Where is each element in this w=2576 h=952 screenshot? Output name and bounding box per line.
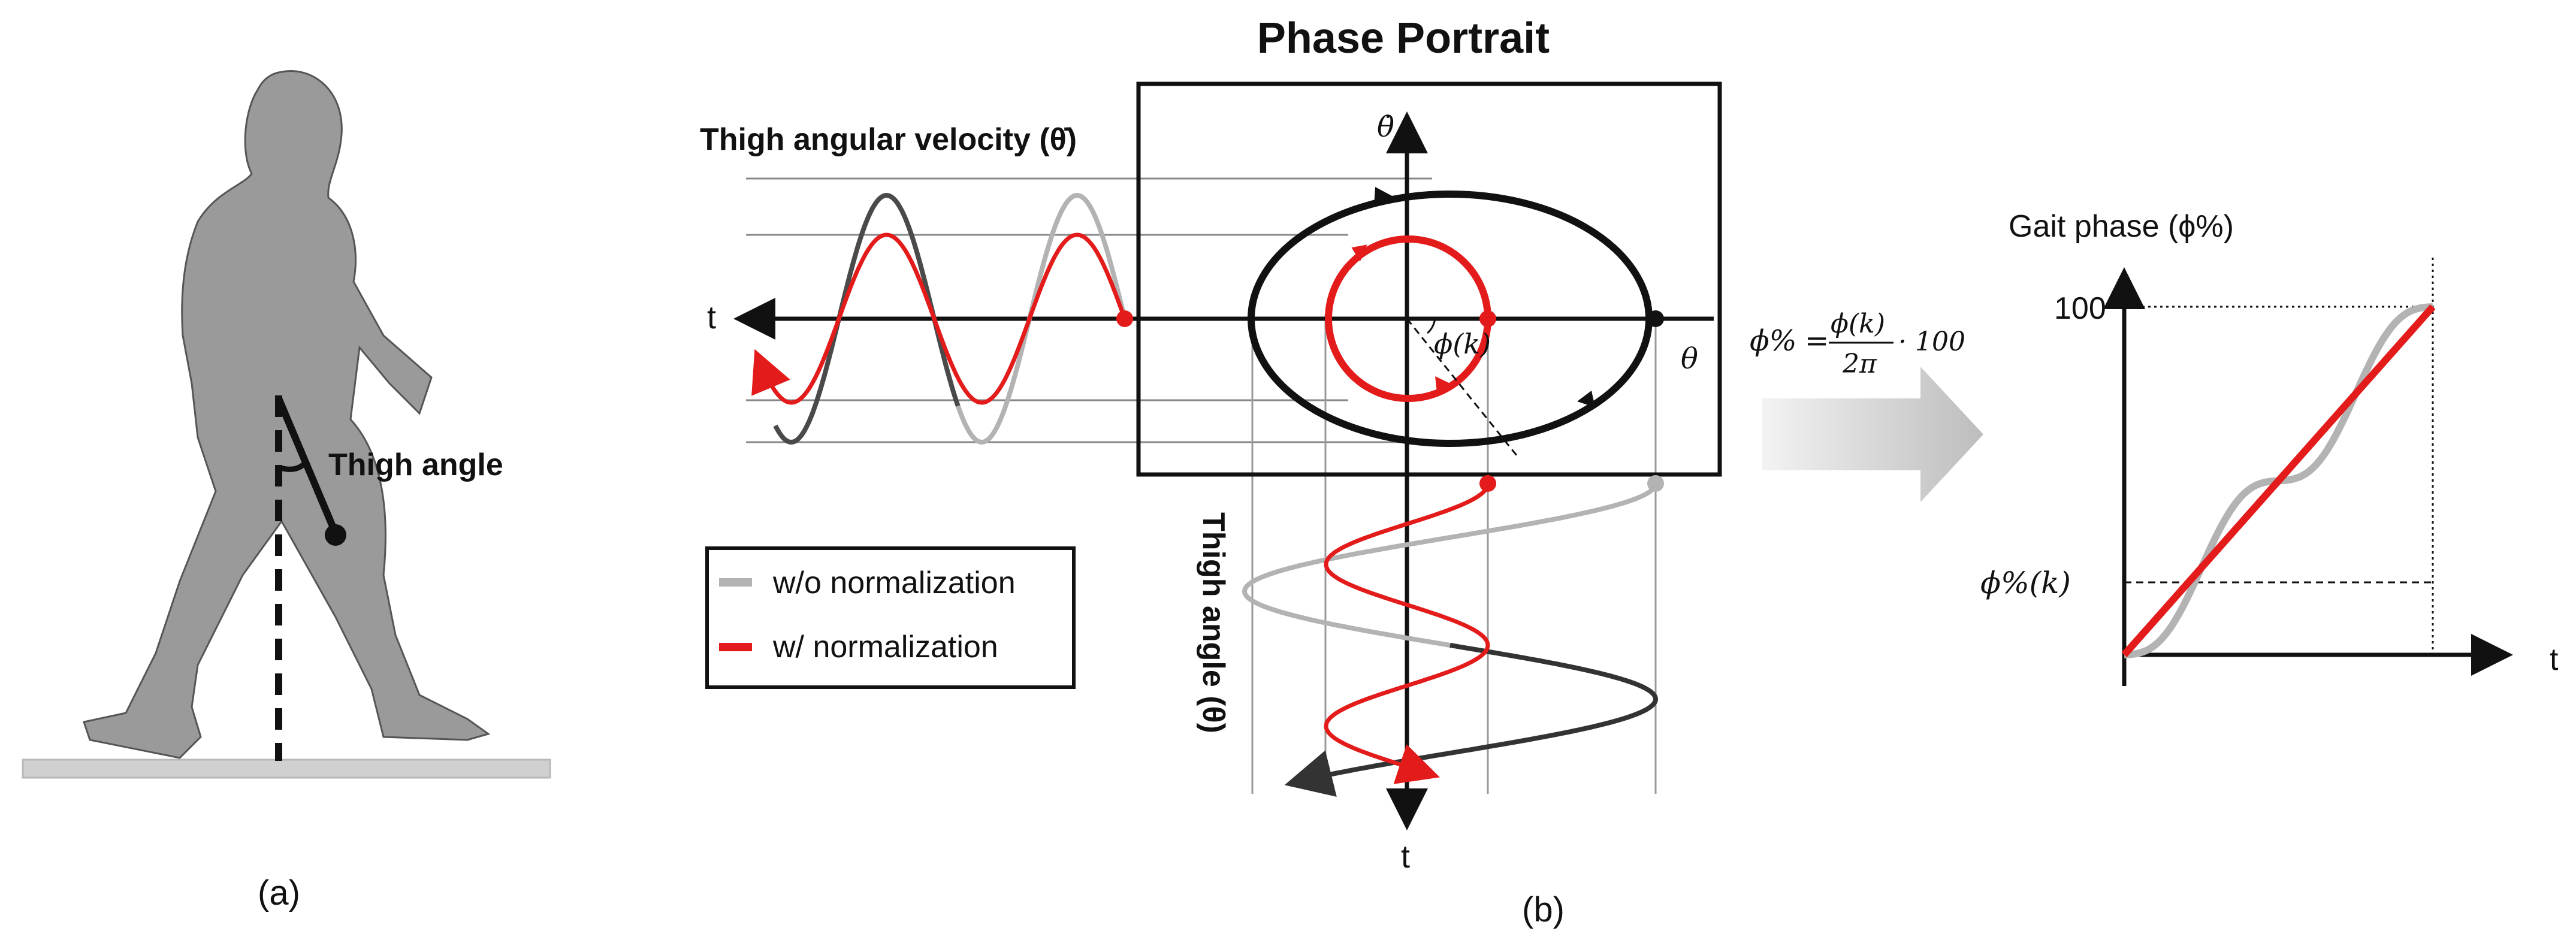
theta-dot-axis-label: θ̇ [1377, 110, 1394, 144]
angle-guide-lines [1251, 315, 1657, 794]
thigh-segment [275, 397, 339, 535]
normalized-arrow-bottom [1435, 376, 1450, 392]
gait-phase-plot: Gait phase (ϕ%) t 100 ϕ%(k) [1980, 209, 2559, 686]
ground [22, 758, 551, 779]
thigh-angle-label: Thigh angle [328, 448, 503, 482]
phase-angle-arc [1427, 318, 1436, 334]
orbit-arrow-bottom [1577, 391, 1595, 407]
phase-portrait-frame [1136, 81, 1722, 477]
phase-angle-label: ϕ(k) [1434, 328, 1491, 360]
equation-equals: = [1805, 324, 1829, 358]
transform-arrow [1762, 367, 1983, 502]
orbit-start-point-black [1647, 310, 1664, 327]
velocity-curve-light [956, 192, 1127, 445]
thigh-angle-arc [277, 459, 309, 472]
panel-a-caption: (a) [258, 874, 300, 912]
panel-b: Phase Portrait Thigh angular velocity (θ… [700, 14, 1722, 929]
gait-x-label: t [2550, 642, 2559, 677]
legend-label-normalized: w/ normalization [772, 630, 998, 664]
phase-angle-line [1406, 318, 1520, 459]
velocity-start-point [1116, 310, 1133, 327]
velocity-label: Thigh angular velocity (θ̇) [700, 122, 1077, 157]
gait-y-tick-100: 100 [2054, 291, 2106, 326]
legend-label-unnormalized: w/o normalization [772, 566, 1016, 600]
gait-phase-equation: ϕ% = ϕ(k) 2π · 100 [1750, 309, 1983, 502]
orbit-arrow-top [1374, 187, 1393, 207]
knee-marker [325, 524, 346, 546]
equation-tail: · 100 [1898, 327, 1965, 357]
legend-box [705, 546, 1076, 689]
angle-curve-normalized [1324, 483, 1490, 784]
angle-label: Thigh angle (θ) [1196, 512, 1231, 733]
panel-b-caption: (b) [1522, 890, 1565, 929]
equation-denominator: 2π [1842, 349, 1877, 379]
gait-k-marker: ϕ%(k) [1980, 566, 2071, 600]
angle-start-point-red [1479, 475, 1496, 492]
velocity-guide-lines [746, 177, 1432, 443]
panel-a: Thigh angle (a) [22, 70, 551, 912]
equation-numerator: ϕ(k) [1831, 309, 1885, 339]
gait-curve-normalized [2121, 304, 2436, 657]
gait-phase-title: Gait phase (ϕ%) [2009, 209, 2234, 244]
theta-axis-label: θ [1681, 342, 1698, 376]
time-axis-left-label: t [707, 300, 716, 336]
angle-start-point-gray [1647, 475, 1664, 492]
phase-portrait-title: Phase Portrait [1257, 14, 1550, 62]
time-axis-bottom-label: t [1401, 839, 1410, 875]
angle-curve-light [1242, 483, 1658, 648]
legend: w/o normalization w/ normalization [705, 546, 1076, 689]
velocity-curve-normalized [751, 232, 1127, 405]
velocity-curve-dark [773, 192, 961, 445]
angle-curve-dark [1284, 643, 1659, 797]
normalized-arrow-top [1351, 244, 1367, 262]
equation-lhs: ϕ% [1750, 324, 1796, 358]
normalized-start-point [1479, 310, 1496, 327]
